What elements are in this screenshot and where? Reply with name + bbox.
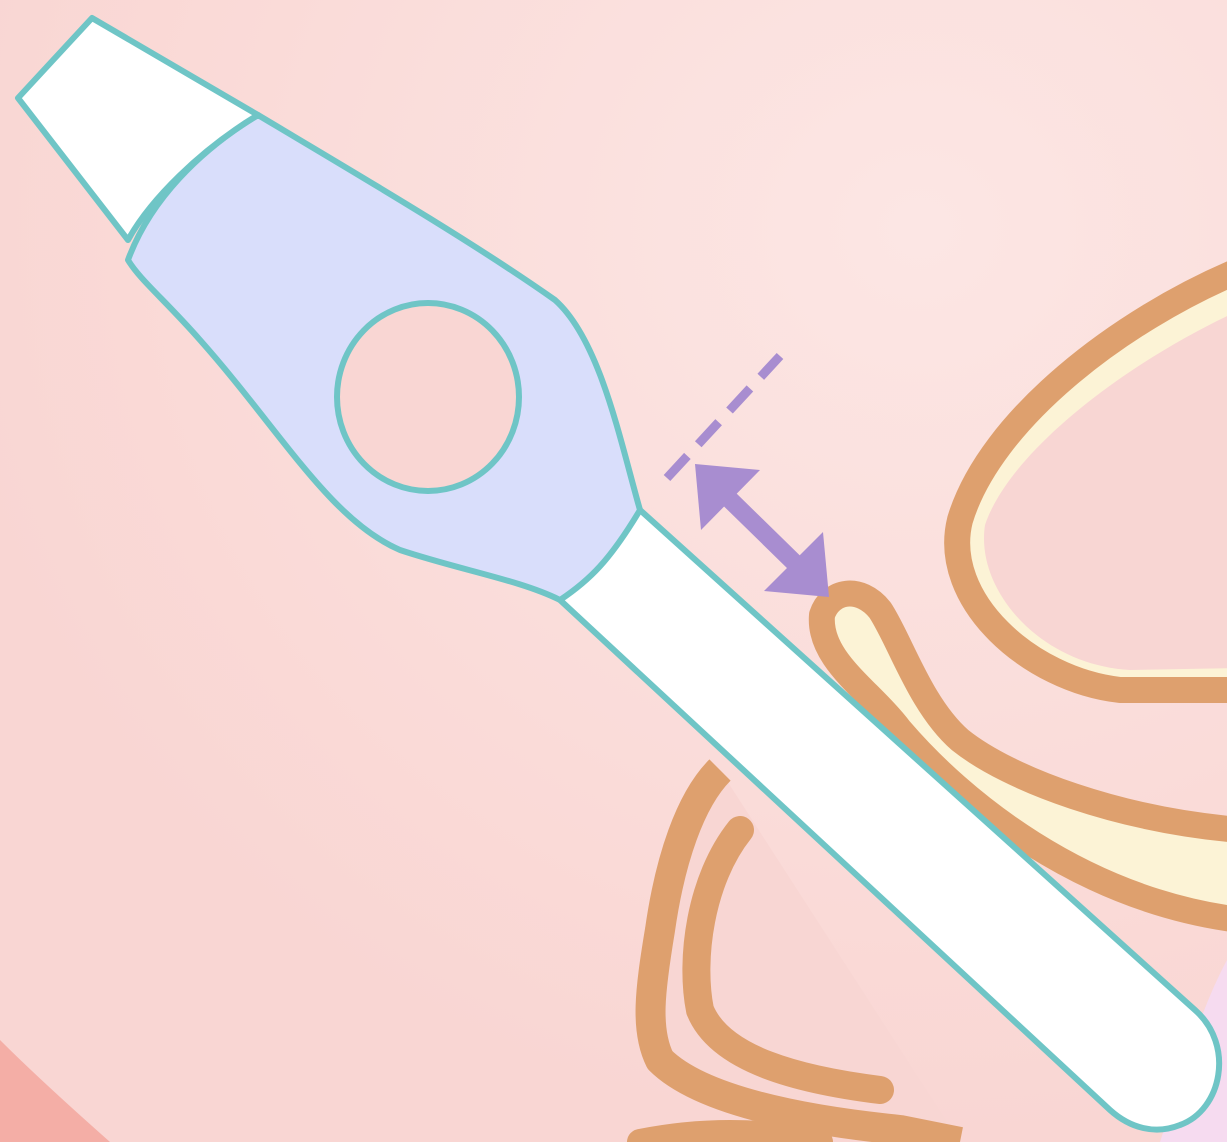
tissue-fold-bottom	[640, 1133, 820, 1142]
probe-window	[337, 303, 519, 491]
